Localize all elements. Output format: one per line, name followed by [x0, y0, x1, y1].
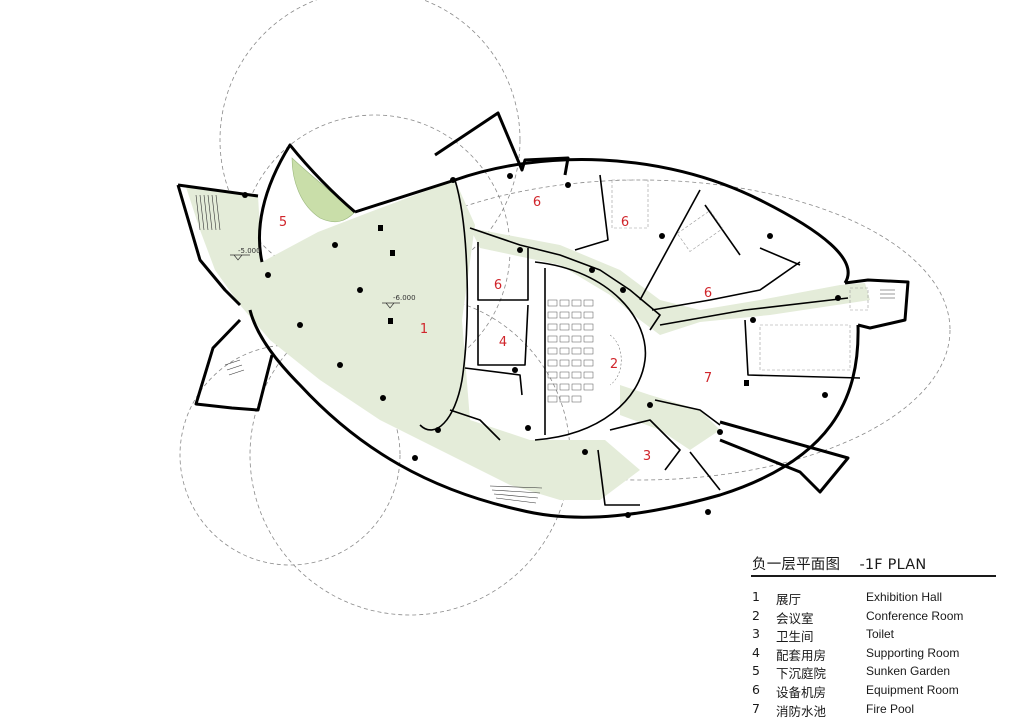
- svg-text:-5.000: -5.000: [238, 247, 261, 255]
- room-number: 6: [494, 278, 502, 293]
- outer-walls: [176, 111, 910, 519]
- plan-title-chinese: 负一层平面图: [752, 557, 841, 573]
- title-rule: [751, 575, 996, 577]
- plan-title: 负一层平面图 -1F PLAN: [752, 553, 926, 574]
- room-number: 6: [704, 286, 712, 301]
- interior-walls: [419, 174, 861, 506]
- svg-text:-6.000: -6.000: [393, 294, 416, 302]
- legend: 1 展厅 Exhibition Hall 2 会议室 Conference Ro…: [752, 589, 992, 719]
- room-number: 1: [420, 322, 428, 337]
- columns: [242, 173, 841, 518]
- level-mark-hall: -6.000: [382, 294, 416, 309]
- conference-seating: [547, 299, 622, 403]
- legend-item: 3 卫生间 Toilet: [752, 626, 895, 645]
- room-number: 7: [704, 371, 712, 386]
- room-number: 6: [621, 215, 629, 230]
- stairs: [195, 194, 895, 504]
- room-number: 5: [279, 215, 287, 230]
- circulation-zone: [186, 180, 870, 500]
- room-number: 6: [533, 195, 541, 210]
- room-number: 3: [643, 449, 651, 464]
- room-number: 2: [610, 357, 618, 372]
- room-numbers: 1 2 3 4 5 6 6 6 6 7: [279, 195, 712, 464]
- legend-item: 4 配套用房 Supporting Room: [752, 644, 960, 663]
- legend-item: 2 会议室 Conference Room: [752, 607, 964, 626]
- level-mark-wing: -5.000: [230, 247, 261, 261]
- legend-item: 1 展厅 Exhibition Hall: [752, 589, 943, 607]
- equipment-pads: [611, 179, 869, 371]
- plan-title-english: -1F PLAN: [859, 557, 927, 573]
- sunken-garden-lawn: [291, 157, 356, 223]
- legend-item: 7 消防水池 Fire Pool: [752, 700, 915, 719]
- legend-item: 6 设备机房 Equipment Room: [752, 681, 959, 700]
- legend-item: 5 下沉庭院 Sunken Garden: [752, 663, 951, 682]
- room-number: 4: [499, 335, 507, 350]
